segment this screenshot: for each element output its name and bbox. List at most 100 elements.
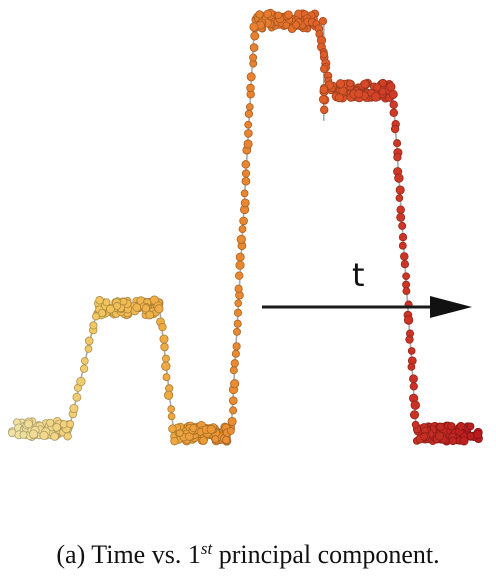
data-point bbox=[199, 436, 208, 445]
data-point bbox=[145, 310, 155, 320]
data-point bbox=[244, 120, 253, 129]
data-point bbox=[69, 403, 79, 414]
data-point bbox=[240, 189, 249, 198]
data-point bbox=[249, 43, 259, 52]
data-point bbox=[394, 173, 404, 183]
data-point bbox=[398, 221, 407, 230]
data-point bbox=[246, 72, 256, 82]
data-point bbox=[388, 89, 398, 99]
data-point bbox=[222, 435, 231, 444]
data-point bbox=[396, 205, 405, 214]
data-point bbox=[84, 345, 93, 353]
data-point bbox=[393, 153, 402, 162]
time-arrow: t bbox=[262, 256, 472, 318]
data-point bbox=[284, 10, 293, 20]
data-point bbox=[410, 400, 420, 410]
data-point bbox=[244, 129, 253, 138]
data-point bbox=[158, 322, 167, 332]
data-point bbox=[239, 216, 248, 226]
data-point bbox=[84, 336, 94, 346]
data-point bbox=[113, 301, 122, 310]
data-point bbox=[398, 233, 408, 242]
data-point bbox=[249, 22, 259, 32]
data-point bbox=[405, 335, 414, 344]
data-point bbox=[235, 260, 245, 270]
data-point bbox=[50, 432, 59, 441]
data-point bbox=[168, 424, 177, 433]
data-point bbox=[318, 94, 328, 104]
data-point bbox=[354, 89, 364, 99]
data-point bbox=[105, 304, 115, 314]
data-point bbox=[320, 64, 329, 74]
figure-caption: (a) Time vs. 1st principal component. bbox=[0, 540, 496, 570]
data-point bbox=[19, 430, 28, 439]
data-point bbox=[335, 79, 346, 89]
data-point bbox=[234, 284, 243, 293]
data-point bbox=[46, 418, 55, 427]
data-point bbox=[233, 327, 241, 336]
data-point bbox=[402, 287, 411, 296]
data-point bbox=[244, 109, 254, 119]
data-point bbox=[79, 364, 89, 373]
data-point bbox=[230, 359, 239, 368]
data-point bbox=[318, 17, 328, 26]
data-point bbox=[161, 361, 171, 371]
data-point bbox=[243, 139, 253, 149]
data-point bbox=[473, 430, 483, 439]
data-point bbox=[409, 382, 418, 391]
data-point bbox=[263, 9, 273, 19]
data-point bbox=[245, 103, 254, 111]
data-point bbox=[407, 363, 416, 371]
data-point bbox=[170, 436, 179, 446]
data-point bbox=[226, 427, 235, 435]
data-point bbox=[229, 396, 238, 406]
data-point bbox=[411, 420, 420, 429]
data-point bbox=[246, 83, 255, 93]
data-point bbox=[233, 319, 242, 328]
data-point bbox=[346, 79, 354, 88]
data-point bbox=[76, 376, 86, 387]
data-point bbox=[249, 53, 258, 62]
data-point bbox=[236, 234, 246, 245]
data-point bbox=[400, 260, 409, 269]
data-point bbox=[72, 392, 82, 402]
data-point bbox=[292, 20, 301, 29]
data-point bbox=[255, 10, 264, 19]
data-point bbox=[274, 11, 283, 20]
data-point bbox=[393, 139, 402, 148]
data-point bbox=[459, 436, 469, 446]
caption-prefix: (a) Time vs. 1 bbox=[56, 540, 201, 569]
data-point bbox=[154, 304, 164, 314]
caption-superscript: st bbox=[200, 539, 213, 558]
data-point bbox=[234, 271, 244, 280]
data-point bbox=[233, 308, 243, 317]
data-point bbox=[211, 435, 220, 443]
data-point bbox=[389, 100, 398, 109]
data-point bbox=[396, 212, 406, 222]
data-point bbox=[466, 422, 475, 431]
data-point bbox=[102, 298, 111, 307]
scatter-plot: t bbox=[8, 8, 483, 446]
data-point bbox=[378, 78, 387, 87]
data-point bbox=[141, 304, 151, 313]
data-point bbox=[235, 252, 245, 262]
data-point bbox=[395, 185, 405, 195]
data-point bbox=[371, 92, 381, 102]
time-arrow-head bbox=[430, 296, 472, 318]
data-point bbox=[448, 436, 458, 446]
data-point bbox=[241, 160, 251, 169]
data-point bbox=[386, 82, 396, 92]
data-point bbox=[389, 108, 399, 118]
data-point bbox=[400, 252, 409, 261]
data-point bbox=[250, 31, 260, 41]
data-point bbox=[89, 321, 98, 330]
data-point bbox=[238, 225, 247, 234]
data-point bbox=[230, 379, 240, 389]
data-point bbox=[162, 354, 170, 363]
data-point bbox=[435, 431, 445, 441]
data-point bbox=[162, 373, 171, 382]
caption-suffix: principal component. bbox=[212, 540, 440, 569]
data-point bbox=[92, 312, 100, 321]
data-point bbox=[409, 410, 420, 420]
